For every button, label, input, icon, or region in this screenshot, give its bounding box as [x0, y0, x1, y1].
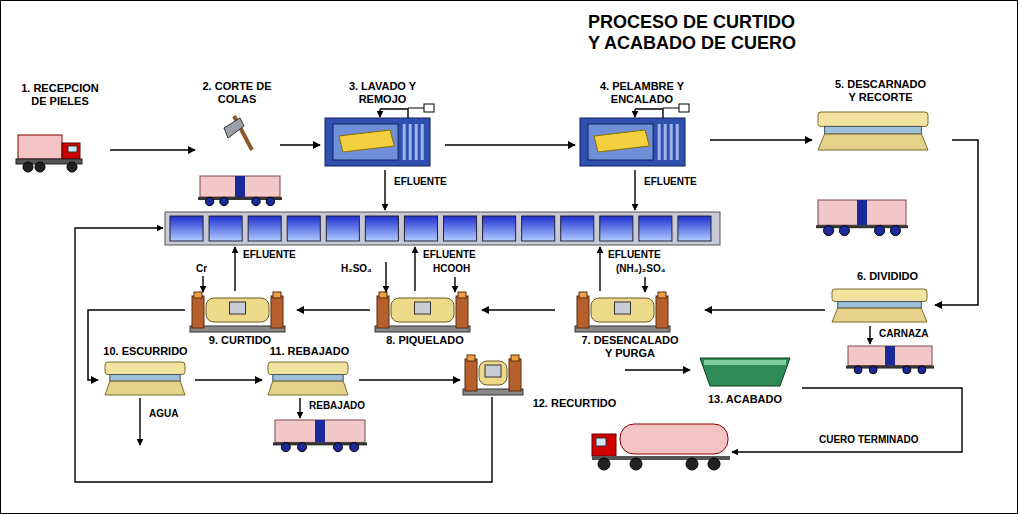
flow-label: Cr [195, 263, 208, 275]
process-step: 3. LAVADO Y REMOJO [320, 80, 445, 170]
process-step: 2. CORTE DE COLAS [195, 80, 280, 155]
step-label: 10. ESCURRIDO [98, 345, 193, 358]
rotating-drum-icon [375, 292, 470, 332]
tanker-truck-icon [592, 424, 730, 470]
truck-icon [16, 135, 82, 172]
chemical-arrow [385, 262, 386, 292]
water-arrow [139, 398, 140, 445]
step-label: 2. CORTE DE COLAS [197, 80, 277, 106]
process-step: 4. PELAMBRE Y ENCALADO [575, 80, 710, 170]
waste-cart-icon [846, 346, 934, 374]
effluent-tank [165, 212, 720, 245]
chemical-arrow [202, 276, 203, 292]
byproduct-arrow [299, 398, 300, 418]
rotating-drum-icon [463, 355, 523, 395]
recirculation-line [380, 109, 408, 118]
press-icon [268, 362, 348, 395]
flow-label: REBAJADO [308, 400, 366, 412]
effluent-arrow [634, 170, 635, 210]
process-step: 9. CURTIDO [185, 290, 297, 352]
chemical-arrow [644, 277, 645, 292]
process-arrow [482, 309, 555, 311]
effluent-arrow [384, 170, 385, 210]
process-arrow [297, 309, 370, 311]
chemical-arrow [454, 277, 455, 292]
flow-label: EFLUENTE [607, 249, 662, 261]
effluent-arrow [599, 247, 600, 291]
process-arrow [195, 379, 262, 381]
step-label: 13. ACABADO [690, 393, 800, 406]
press-icon [818, 112, 928, 150]
title: PROCESO DE CURTIDO Y ACABADO DE CUERO [588, 12, 803, 54]
press-icon [105, 362, 185, 395]
process-step: 1. RECEPCION DE PIELES [10, 82, 110, 178]
step-label: 4. PELAMBRE Y ENCALADO [587, 80, 697, 106]
waste-cart-icon [816, 200, 908, 236]
process-step: 6. DIVIDIDO [825, 270, 935, 325]
process-arrow [625, 369, 690, 371]
axe-icon [224, 116, 252, 150]
process-arrow [705, 309, 825, 311]
return-line [75, 228, 492, 482]
process-arrow [359, 379, 460, 381]
press-icon [832, 289, 927, 322]
process-step: 10. ESCURRIDO [98, 345, 195, 400]
process-step: 7. DESENCALADO Y PURGA [555, 290, 705, 362]
waste-cart-icon [198, 176, 282, 206]
byproduct-arrow [869, 326, 870, 344]
flow-label: EFLUENTE [643, 176, 698, 188]
washer-drum-icon [325, 104, 434, 166]
process-step: 12. RECURTIDO [460, 352, 625, 414]
step-label: 1. RECEPCION DE PIELES [15, 82, 105, 108]
recirculation-arrow [634, 109, 635, 117]
step-label: 12. RECURTIDO [526, 397, 623, 410]
process-arrow [710, 139, 812, 141]
flow-label: AGUA [148, 408, 179, 420]
flow-label: EFLUENTE [422, 249, 477, 261]
flow-label: CARNAZA [878, 328, 929, 340]
rotating-drum-icon [575, 292, 670, 332]
process-arrow [445, 144, 575, 146]
process-step: 8. PIQUELADO [370, 290, 482, 352]
flow-label: H₂SO₄ [340, 263, 373, 275]
process-step: 5. DESCARNADO Y RECORTE [812, 78, 952, 153]
step-label: 5. DESCARNADO Y RECORTE [832, 78, 929, 104]
process-step: 11. REBAJADO [262, 345, 359, 400]
process-arrow [280, 144, 320, 146]
step-label: 7. DESENCALADO Y PURGA [579, 334, 681, 360]
washer-drum-icon [580, 104, 689, 166]
effluent-arrow [414, 247, 415, 291]
flow-label: (NH₄)₂SO₄ [615, 263, 667, 275]
finishing-trough-icon [700, 358, 790, 386]
flow-label: HCOOH [432, 263, 471, 275]
step-label: 11. REBAJADO [262, 345, 357, 358]
step-label: 8. PIQUELADO [370, 334, 480, 347]
process-step: 13. ACABADO [690, 355, 802, 410]
recirculation-arrow [379, 109, 380, 117]
waste-cart-icon [273, 420, 367, 452]
recirculation-line [635, 109, 663, 118]
step-label: 3. LAVADO Y REMOJO [335, 80, 430, 106]
rotating-drum-icon [190, 292, 285, 332]
flow-label: EFLUENTE [393, 176, 448, 188]
step-label: 6. DIVIDIDO [845, 270, 930, 283]
process-arrow [110, 149, 195, 151]
flow-label: CUERO TERMINADO [818, 434, 919, 446]
effluent-arrow [234, 247, 235, 291]
process-arrow [935, 140, 978, 305]
flow-label: EFLUENTE [242, 249, 297, 261]
